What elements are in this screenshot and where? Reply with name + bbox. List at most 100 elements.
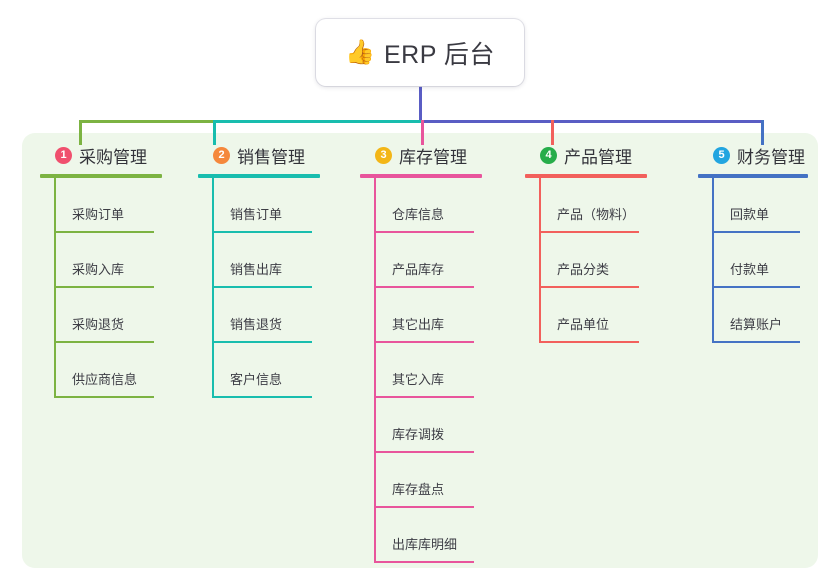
bus-purple xyxy=(421,120,761,123)
branch-item-underline xyxy=(712,231,800,233)
branch-item[interactable]: 其它入库 xyxy=(360,343,482,398)
root-node[interactable]: 👍 ERP 后台 xyxy=(316,19,524,86)
branch-item-label: 库存盘点 xyxy=(392,482,445,497)
bus-green xyxy=(79,120,213,123)
bus-teal xyxy=(213,120,421,123)
branch-item[interactable]: 出库库明细 xyxy=(360,508,482,563)
branch-title: 财务管理 xyxy=(737,147,805,167)
drop-col-3 xyxy=(421,120,424,145)
branch-title: 产品管理 xyxy=(564,147,632,167)
branch-item-label: 采购入库 xyxy=(72,262,125,277)
branch-item-label: 结算账户 xyxy=(730,317,783,332)
branch-item-label: 产品库存 xyxy=(392,262,445,277)
drop-col-4 xyxy=(551,120,554,145)
branch-underline xyxy=(40,174,162,178)
thumbs-up-icon: 👍 xyxy=(345,38,375,66)
branch-title: 采购管理 xyxy=(79,147,147,167)
branch-item[interactable]: 销售出库 xyxy=(198,233,320,288)
branch-number-badge: 4 xyxy=(540,146,557,164)
branch-item-underline xyxy=(54,396,154,398)
branch-item-underline xyxy=(374,231,474,233)
branch-item-underline xyxy=(374,396,474,398)
branch-item-label: 销售退货 xyxy=(230,317,283,332)
root-node-title: ERP 后台 xyxy=(383,40,495,69)
branch-items: 产品（物料） 产品分类产品单位 xyxy=(525,178,647,343)
branch-trunk-line xyxy=(539,178,541,343)
branch-item[interactable]: 采购入库 xyxy=(40,233,162,288)
branch-item[interactable]: 供应商信息 xyxy=(40,343,162,398)
branch-column-3: 3 库存管理仓库信息产品库存其它出库其它入库库存调拨库存盘点出库库明细 xyxy=(360,143,482,563)
branch-trunk-line xyxy=(712,178,714,343)
branch-item-underline xyxy=(212,396,312,398)
branch-number-badge: 1 xyxy=(55,146,72,164)
branch-underline xyxy=(698,174,808,178)
branch-item[interactable]: 结算账户 xyxy=(698,288,808,343)
branch-item-underline xyxy=(374,561,474,563)
branch-item-label: 其它出库 xyxy=(392,317,445,332)
branch-items: 仓库信息产品库存其它出库其它入库库存调拨库存盘点出库库明细 xyxy=(360,178,482,563)
branch-item-label: 出库库明细 xyxy=(392,537,458,552)
branch-item[interactable]: 其它出库 xyxy=(360,288,482,343)
branch-item[interactable]: 仓库信息 xyxy=(360,178,482,233)
branch-item[interactable]: 产品（物料） xyxy=(525,178,647,233)
branch-header-1[interactable]: 1 采购管理 xyxy=(40,143,162,167)
branch-item-label: 产品分类 xyxy=(557,262,610,277)
branch-item-label: 采购退货 xyxy=(72,317,125,332)
branch-number-badge: 5 xyxy=(713,146,730,164)
root-node-content: 👍 ERP 后台 xyxy=(345,35,495,71)
branch-header-4[interactable]: 4 产品管理 xyxy=(525,143,647,167)
branch-header-5[interactable]: 5 财务管理 xyxy=(698,143,808,167)
branch-item-underline xyxy=(539,341,639,343)
branch-item[interactable]: 产品库存 xyxy=(360,233,482,288)
branch-item-underline xyxy=(374,286,474,288)
branch-underline xyxy=(198,174,320,178)
branch-item-label: 产品单位 xyxy=(557,317,610,332)
branch-column-4: 4 产品管理产品（物料） 产品分类产品单位 xyxy=(525,143,647,343)
drop-col-1 xyxy=(79,120,82,145)
branch-column-1: 1 采购管理采购订单采购入库采购退货供应商信息 xyxy=(40,143,162,398)
branch-item-label: 付款单 xyxy=(730,262,770,277)
branch-item[interactable]: 产品单位 xyxy=(525,288,647,343)
branch-item-underline xyxy=(212,286,312,288)
branch-item-label: 客户信息 xyxy=(230,372,283,387)
branch-underline xyxy=(525,174,647,178)
diagram-panel xyxy=(22,133,818,568)
branch-title: 库存管理 xyxy=(399,147,467,167)
branch-item-underline xyxy=(712,286,800,288)
branch-number-badge: 3 xyxy=(375,146,392,164)
branch-item[interactable]: 付款单 xyxy=(698,233,808,288)
branch-items: 采购订单采购入库采购退货供应商信息 xyxy=(40,178,162,398)
branch-item[interactable]: 客户信息 xyxy=(198,343,320,398)
branch-item[interactable]: 回款单 xyxy=(698,178,808,233)
branch-item-underline xyxy=(54,286,154,288)
branch-item-label: 仓库信息 xyxy=(392,207,445,222)
branch-item-label: 库存调拨 xyxy=(392,427,445,442)
branch-item-underline xyxy=(374,341,474,343)
branch-items: 回款单付款单结算账户 xyxy=(698,178,808,343)
branch-item-label: 销售出库 xyxy=(230,262,283,277)
branch-item-label: 其它入库 xyxy=(392,372,445,387)
branch-item[interactable]: 销售退货 xyxy=(198,288,320,343)
branch-trunk-line xyxy=(374,178,376,563)
branch-header-3[interactable]: 3 库存管理 xyxy=(360,143,482,167)
branch-trunk-line xyxy=(212,178,214,398)
branch-item-label: 销售订单 xyxy=(230,207,283,222)
branch-underline xyxy=(360,174,482,178)
branch-item-underline xyxy=(374,506,474,508)
branch-item-underline xyxy=(54,231,154,233)
branch-item[interactable]: 销售订单 xyxy=(198,178,320,233)
branch-item[interactable]: 采购订单 xyxy=(40,178,162,233)
drop-col-5 xyxy=(761,120,764,145)
branch-item-underline xyxy=(539,286,639,288)
branch-item[interactable]: 采购退货 xyxy=(40,288,162,343)
branch-item-underline xyxy=(212,341,312,343)
branch-items: 销售订单销售出库销售退货客户信息 xyxy=(198,178,320,398)
branch-item[interactable]: 库存调拨 xyxy=(360,398,482,453)
branch-item-underline xyxy=(374,451,474,453)
branch-item[interactable]: 产品分类 xyxy=(525,233,647,288)
branch-item[interactable]: 库存盘点 xyxy=(360,453,482,508)
drop-col-2 xyxy=(213,120,216,145)
